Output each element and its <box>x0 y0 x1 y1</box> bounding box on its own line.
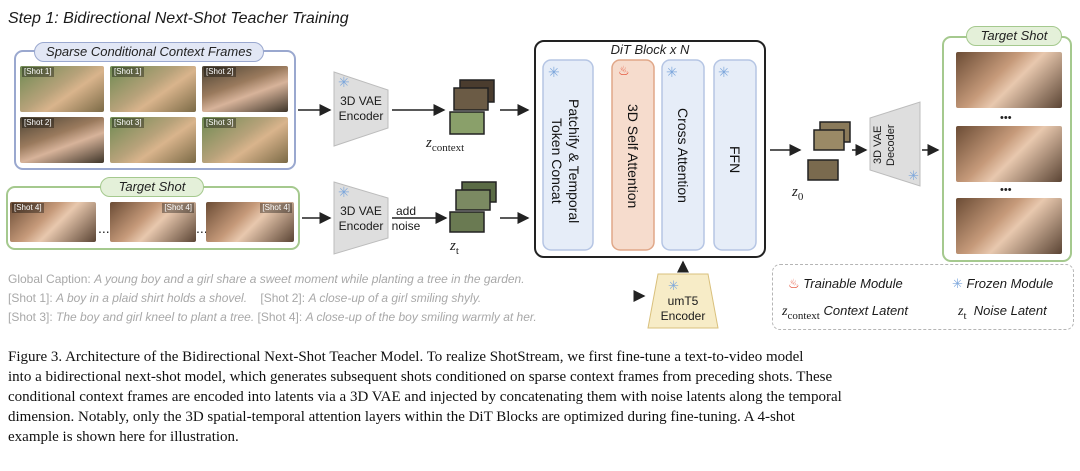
output-frame <box>956 52 1062 108</box>
flame-icon: ♨ <box>618 63 630 78</box>
column-patchify-bg <box>542 59 594 251</box>
column-ffn-label: FFN <box>727 146 743 174</box>
snowflake-icon: ✳ <box>666 64 678 80</box>
z-context-label: zcontext <box>426 135 465 154</box>
context-frame: [Shot 2] <box>202 66 288 112</box>
column-self-attention-bg <box>611 59 655 251</box>
context-frame: [Shot 3] <box>110 117 196 163</box>
snowflake-icon: ✳ <box>952 276 963 291</box>
output-frame <box>956 126 1062 182</box>
target-frame: [Shot 4] <box>110 202 196 242</box>
umt5-encoder-shape <box>647 273 719 329</box>
context-frame: [Shot 3] <box>202 117 288 163</box>
target-frame: [Shot 4] <box>10 202 96 242</box>
dit-block-title: DiT Block x N <box>610 42 690 57</box>
vae-decoder-shape <box>869 101 921 187</box>
z-t-stack <box>449 181 497 233</box>
target-shot-title: Target Shot <box>100 177 204 197</box>
snowflake-icon: ✳ <box>338 74 350 90</box>
vae-encoder-bottom-shape <box>333 181 389 255</box>
dit-block <box>534 40 766 258</box>
z-t-label: zt <box>450 238 459 257</box>
column-cross-attention-label: Cross Attention <box>675 107 691 203</box>
snowflake-icon: ✳ <box>718 64 730 80</box>
z-0-stack <box>807 121 851 181</box>
output-frame <box>956 198 1062 254</box>
legend-noise-latent: zt Noise Latent <box>958 303 1047 322</box>
column-ffn-bg <box>713 59 757 251</box>
legend-trainable: ♨ Trainable Module <box>788 276 903 291</box>
figure-caption: Figure 3. Architecture of the Bidirectio… <box>8 349 842 445</box>
ellipsis: ... <box>196 220 208 236</box>
flame-icon: ♨ <box>788 276 800 291</box>
context-frame: [Shot 2] <box>20 117 104 163</box>
z-context-stack <box>449 79 495 135</box>
output-ellipsis: ••• <box>1000 112 1012 124</box>
legend-context-latent: zcontext Context Latent <box>782 303 909 322</box>
vae-encoder-top-shape <box>333 71 389 147</box>
snowflake-icon: ✳ <box>548 64 560 80</box>
output-target-title: Target Shot <box>966 26 1062 46</box>
output-ellipsis: ••• <box>1000 184 1012 196</box>
target-frame: [Shot 4] <box>206 202 294 242</box>
snowflake-icon: ✳ <box>338 184 350 200</box>
legend-frozen: ✳ Frozen Module <box>952 276 1054 291</box>
context-frames-title: Sparse Conditional Context Frames <box>34 42 264 62</box>
step-title: Step 1: Bidirectional Next-Shot Teacher … <box>8 10 349 27</box>
vae-decoder-label: 3D VAE Decoder <box>872 124 897 166</box>
shot-captions: Global Caption: A young boy and a girl s… <box>8 272 537 324</box>
legend <box>772 264 1074 330</box>
context-frame: [Shot 1] <box>110 66 196 112</box>
column-cross-attention-bg <box>661 59 705 251</box>
snowflake-icon: ✳ <box>908 168 919 183</box>
column-self-attention-label: 3D Self Attention <box>625 103 641 209</box>
snowflake-icon: ✳ <box>668 278 679 293</box>
context-frame: [Shot 1] <box>20 66 104 112</box>
ellipsis: ... <box>98 220 110 236</box>
z-0-label: z0 <box>792 184 804 203</box>
